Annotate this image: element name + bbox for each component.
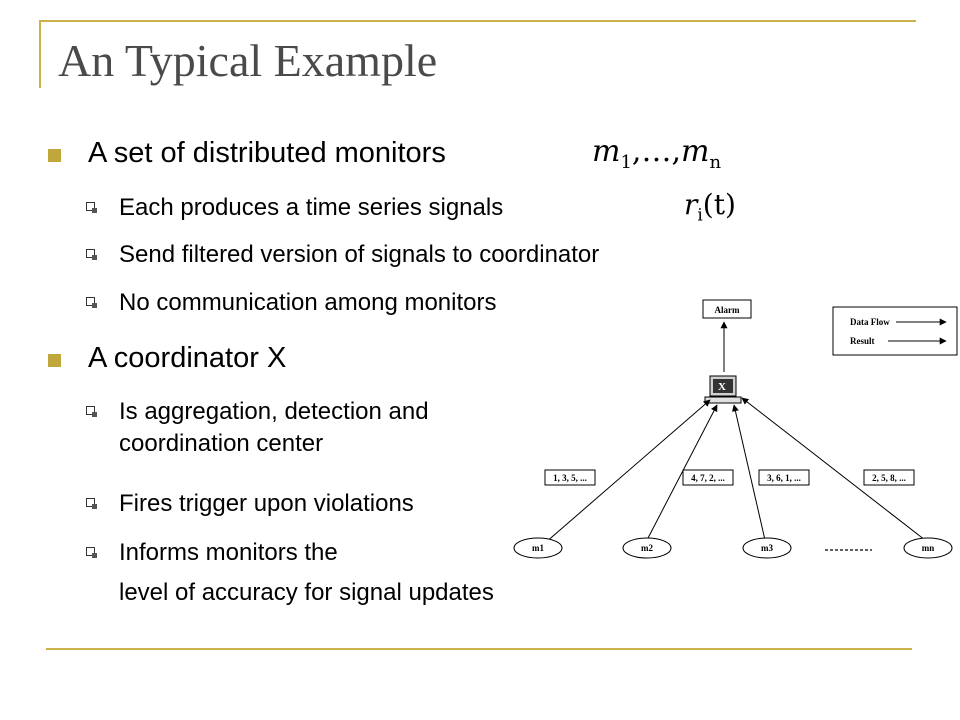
data-flow-arrow-mn: [741, 397, 926, 541]
sub-bullet-text: No communication among monitors: [119, 289, 497, 316]
monitor-node-m1: [513, 537, 563, 559]
legend-box: [832, 306, 958, 356]
alarm-box: [702, 299, 752, 319]
monitor-node-mn: [903, 537, 953, 559]
sub-bullet-text: Each produces a time series signals: [119, 194, 504, 221]
data-flow-arrow-m3: [731, 404, 766, 541]
bullet-text: A coordinator X: [88, 342, 287, 374]
sub-bullet-text-continued: coordination center: [119, 430, 324, 457]
bullet-text: A set of distributed monitors: [88, 137, 446, 169]
gold-square-bullet-icon: [48, 149, 61, 162]
computer-icon: [704, 375, 742, 404]
stream-label-4: 2, 5, 8, ...: [872, 473, 906, 483]
alarm-label: Alarm: [715, 305, 740, 315]
monitor-label-mn: mn: [922, 543, 935, 553]
math-var: m: [680, 134, 710, 169]
math-monitors-set: m1,…,mn: [592, 134, 721, 173]
monitor-node-m2: [622, 537, 672, 559]
sub-bullet-text: Informs monitors the: [119, 539, 338, 566]
monitor-node-m3: [742, 537, 792, 559]
math-ellipsis: ,…,: [631, 134, 681, 169]
title-rule-top: [39, 20, 916, 22]
math-signal: ri(t): [684, 188, 736, 225]
footer-rule: [46, 648, 912, 650]
math-sub: i: [697, 204, 703, 225]
coordinator-label: X: [718, 381, 726, 393]
sub-bullet-text-continued: level of accuracy for signal updates: [119, 579, 494, 606]
gold-square-bullet-icon: [48, 354, 61, 367]
hollow-square-bullet-icon: [86, 498, 97, 509]
math-sub: 1: [620, 152, 632, 173]
slide-title: An Typical Example: [58, 35, 438, 86]
monitor-label-m2: m2: [641, 543, 653, 553]
stream-label-2: 4, 7, 2, ...: [691, 473, 725, 483]
stream-box-4: [863, 469, 915, 486]
sub-bullet-text: Send filtered version of signals to coor…: [119, 241, 600, 268]
monitor-label-m1: m1: [532, 543, 544, 553]
stream-label-1: 1, 3, 5, ...: [553, 473, 587, 483]
hollow-square-bullet-icon: [86, 297, 97, 308]
legend-result-label: Result: [850, 336, 875, 346]
stream-box-1: [544, 469, 596, 486]
math-var: m: [592, 134, 621, 169]
title-rule-vertical: [39, 20, 41, 88]
stream-label-3: 3, 6, 1, ...: [767, 473, 801, 483]
data-flow-arrow-m1: [544, 399, 711, 544]
sub-bullet-text: Fires trigger upon violations: [119, 490, 414, 517]
hollow-square-bullet-icon: [86, 249, 97, 260]
math-arg: (t): [702, 188, 736, 221]
hollow-square-bullet-icon: [86, 547, 97, 558]
math-var: r: [684, 188, 698, 221]
stream-box-3: [758, 469, 810, 486]
stream-box-2: [682, 469, 734, 486]
monitor-label-m3: m3: [761, 543, 773, 553]
legend-data-flow-label: Data Flow: [850, 317, 890, 327]
data-flow-arrow-m2: [646, 404, 718, 541]
hollow-square-bullet-icon: [86, 202, 97, 213]
sub-bullet-text: Is aggregation, detection and: [119, 398, 429, 425]
math-sub: n: [709, 152, 722, 173]
hollow-square-bullet-icon: [86, 406, 97, 417]
